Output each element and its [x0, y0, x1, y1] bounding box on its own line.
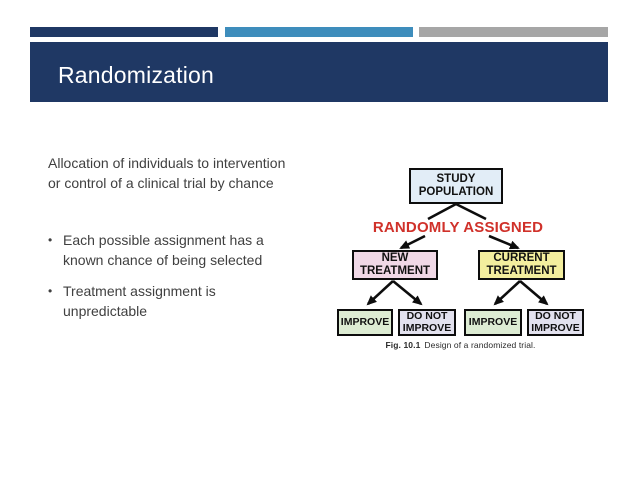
accent-bar-navy: [30, 27, 218, 37]
body-text-block: Allocation of individuals to interventio…: [48, 153, 288, 332]
node-improve-right: IMPROVE: [464, 309, 522, 336]
node-new-treatment: NEW TREATMENT: [352, 250, 438, 280]
list-item: • Each possible assignment has a known c…: [48, 230, 288, 270]
bullet-icon: •: [48, 233, 53, 247]
bullet-text: Each possible assignment has a known cha…: [63, 232, 264, 268]
accent-bar-blue: [225, 27, 413, 37]
bullet-icon: •: [48, 284, 53, 298]
randomly-assigned-label: RANDOMLY ASSIGNED: [372, 219, 544, 236]
list-item: • Treatment assignment is unpredictable: [48, 281, 288, 321]
figure-caption-text: Design of a randomized trial.: [424, 340, 536, 350]
node-do-not-improve-right: DO NOT IMPROVE: [527, 309, 584, 336]
title-band: Randomization: [30, 42, 608, 102]
figure-caption-number: Fig. 10.1: [385, 340, 421, 350]
node-do-not-improve-left: DO NOT IMPROVE: [398, 309, 456, 336]
bullet-list: • Each possible assignment has a known c…: [48, 230, 288, 321]
slide-title: Randomization: [58, 61, 215, 88]
node-improve-left: IMPROVE: [337, 309, 393, 336]
node-study-population: STUDY POPULATION: [409, 168, 503, 204]
bullet-text: Treatment assignment is unpredictable: [63, 283, 216, 319]
accent-bar-gray: [419, 27, 608, 37]
node-current-treatment: CURRENT TREATMENT: [478, 250, 565, 280]
intro-paragraph: Allocation of individuals to interventio…: [48, 155, 286, 191]
